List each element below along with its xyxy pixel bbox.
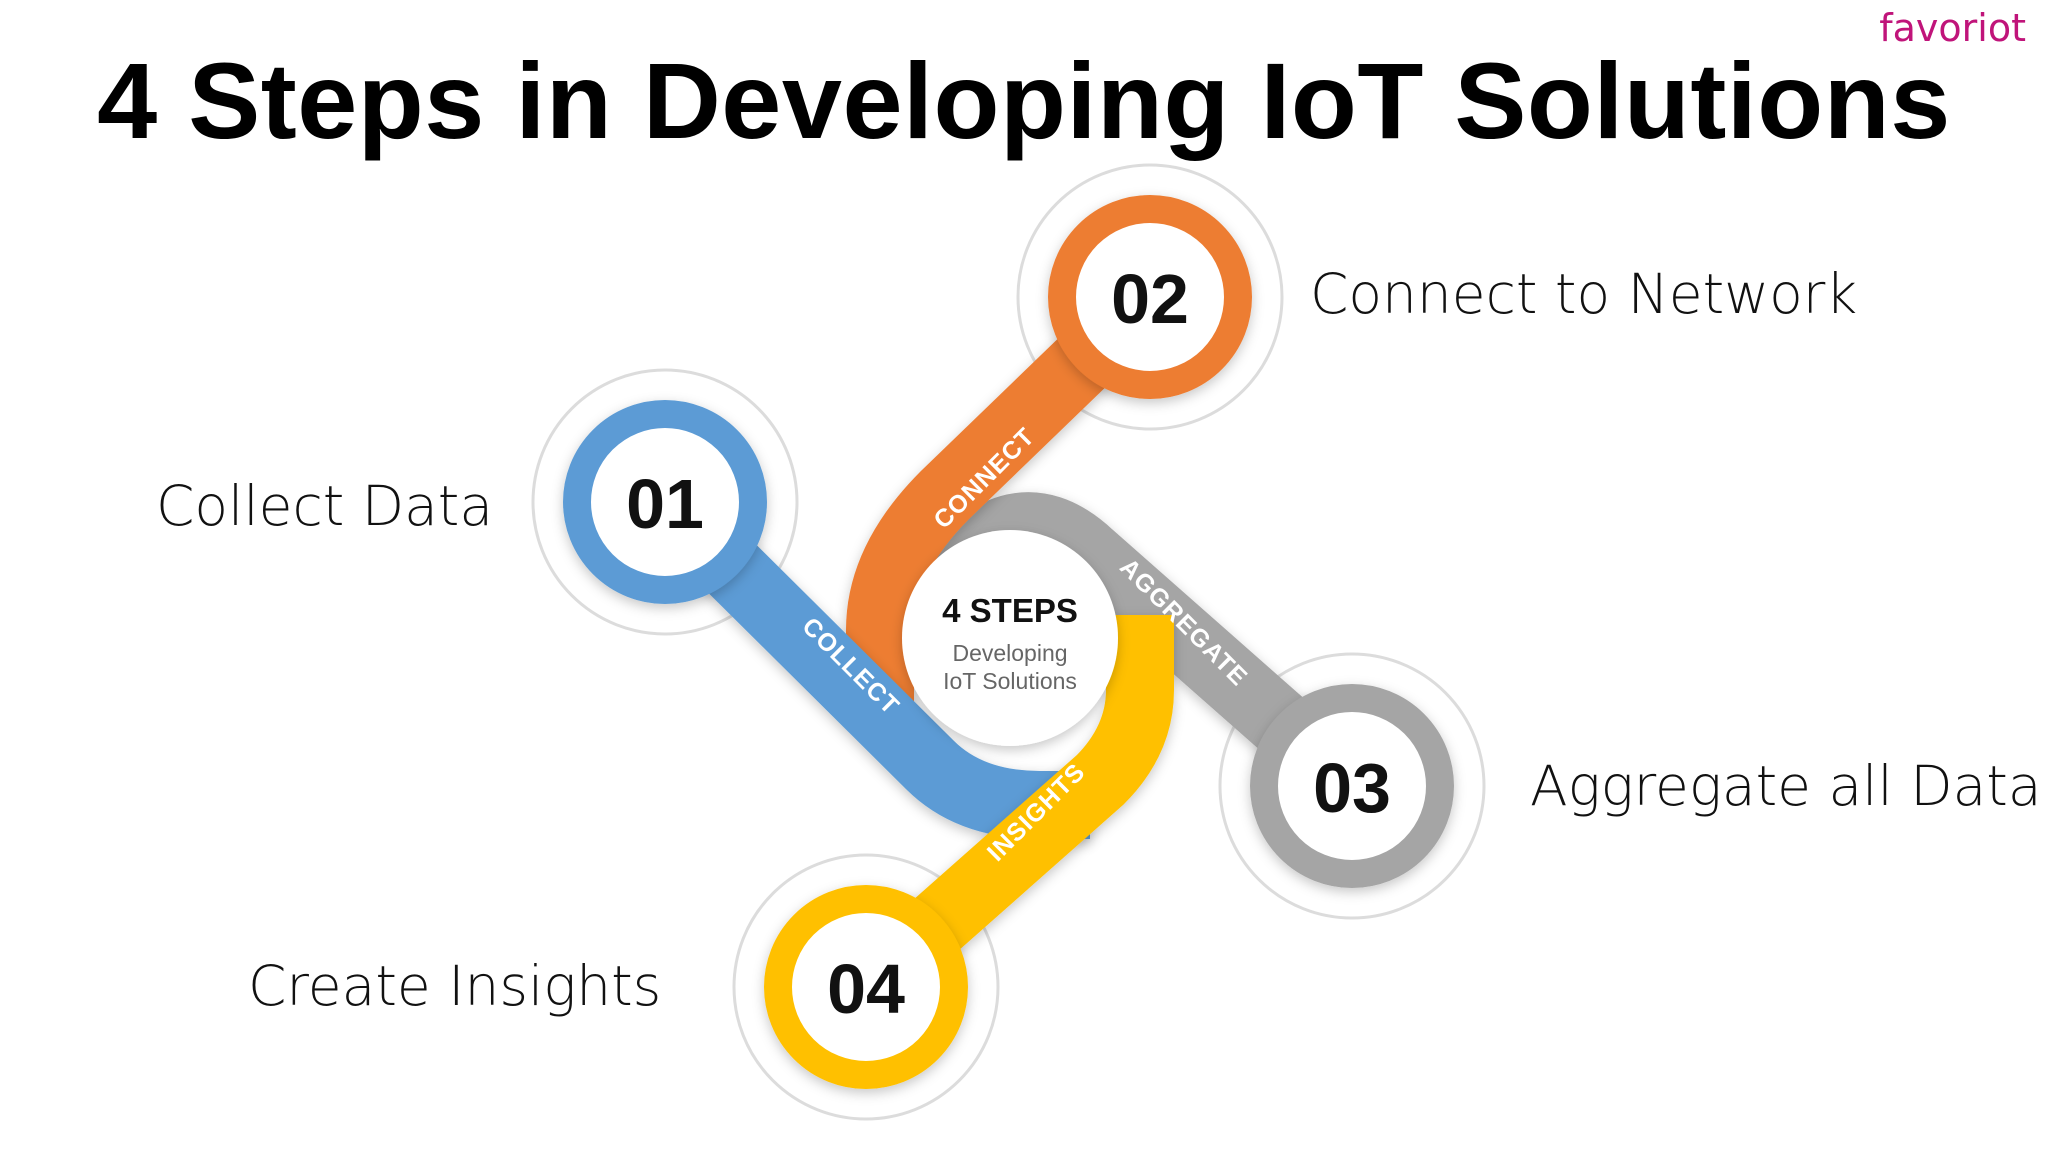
step-01-label: Collect Data <box>156 474 494 538</box>
page-title: 4 Steps in Developing IoT Solutions <box>97 40 1951 161</box>
step-03-number: 03 <box>1313 749 1391 827</box>
center-heading: 4 STEPS <box>942 592 1078 629</box>
center-circle <box>902 530 1118 746</box>
step-02-ring <box>1048 195 1252 399</box>
step-04-label: Create Insights <box>248 954 662 1018</box>
step-04-ring <box>764 885 968 1089</box>
center-line-1: Developing <box>952 640 1067 666</box>
step-03-label: Aggregate all Data <box>1530 754 2042 818</box>
step-04-number: 04 <box>827 950 905 1028</box>
step-02-label: Connect to Network <box>1310 262 1858 326</box>
brand-logo: favoriot <box>1879 6 2026 50</box>
center-line-2: IoT Solutions <box>943 668 1077 694</box>
step-01-ring <box>563 400 767 604</box>
insights-band <box>843 615 1174 1013</box>
step-02-number: 02 <box>1111 260 1189 338</box>
step-03-ring <box>1250 684 1454 888</box>
step-01-number: 01 <box>626 465 704 543</box>
connect-band <box>846 272 1174 712</box>
